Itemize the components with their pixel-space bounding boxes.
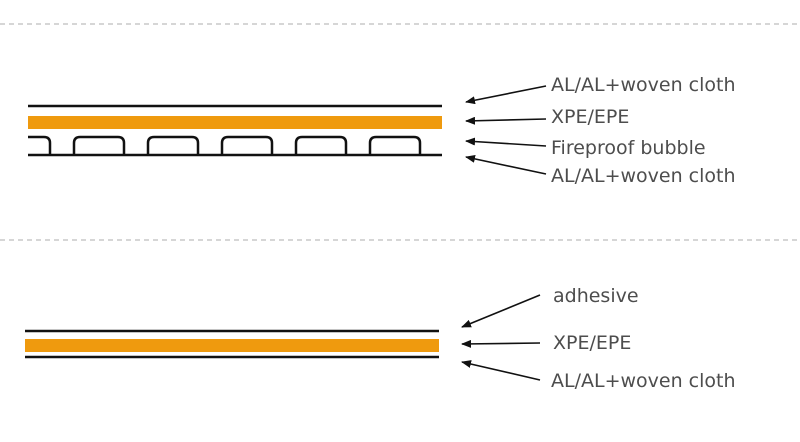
bottom-arrows <box>461 294 541 381</box>
bottom-layer-stack <box>25 329 439 359</box>
top-layer-stack <box>28 104 442 157</box>
bottom-label-xpe-epe: XPE/EPE <box>553 332 632 354</box>
arrow-top-2 <box>465 116 547 125</box>
arrow-bottom-3 <box>461 360 541 381</box>
top-xpe-epe-layer <box>28 116 442 129</box>
fireproof-bubble-layer <box>28 135 422 155</box>
top-label-fireproof-bubble: Fireproof bubble <box>551 137 706 159</box>
arrow-top-1 <box>465 85 547 105</box>
bottom-label-adhesive: adhesive <box>553 285 639 307</box>
arrow-bottom-1 <box>461 294 541 328</box>
bottom-label-al: AL/AL+woven cloth <box>551 370 736 392</box>
arrow-top-3 <box>465 137 547 147</box>
top-label-al-lower: AL/AL+woven cloth <box>551 165 736 187</box>
top-label-al-upper: AL/AL+woven cloth <box>551 74 736 96</box>
top-arrows <box>465 85 547 175</box>
bottom-xpe-epe-layer <box>25 339 439 352</box>
arrow-top-4 <box>465 154 547 175</box>
top-label-xpe-epe: XPE/EPE <box>551 106 630 128</box>
arrow-bottom-2 <box>461 339 541 348</box>
